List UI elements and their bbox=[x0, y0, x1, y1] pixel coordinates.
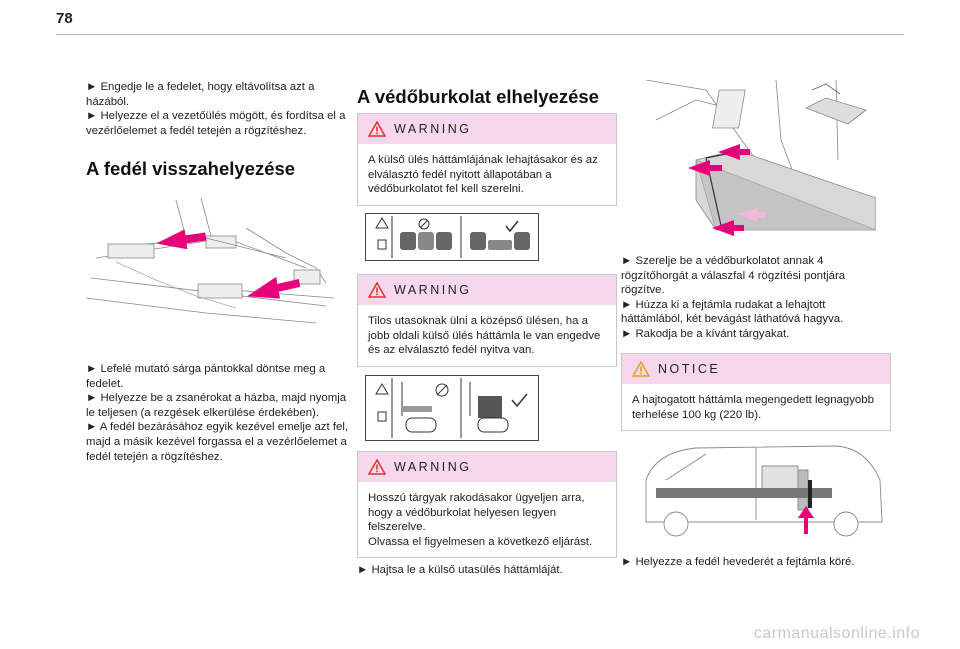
load-pictogram-box bbox=[365, 375, 539, 441]
arrow-2-icon bbox=[247, 276, 301, 299]
load-pictogram-icon bbox=[375, 378, 528, 438]
warning-triangle-icon bbox=[368, 459, 386, 475]
protective-cover-illustration bbox=[645, 80, 876, 236]
arrow-up-icon bbox=[798, 506, 814, 534]
van-cargo-illustration bbox=[645, 445, 883, 537]
col1-title: A fedél visszahelyezése bbox=[86, 158, 296, 179]
warning-triangle-icon bbox=[368, 121, 386, 137]
warning-label-3: WARNING bbox=[394, 459, 472, 474]
arrow-a-icon bbox=[688, 160, 722, 176]
header-rule bbox=[56, 34, 904, 35]
notice-header: NOTICE bbox=[622, 354, 890, 384]
warning-header-3: WARNING bbox=[358, 452, 616, 482]
warning-box-1: WARNING A külső ülés háttámlájának lehaj… bbox=[357, 113, 617, 206]
col2-paragraph-bottom: ► Hajtsa le a külső utasülés háttámláját… bbox=[357, 564, 563, 576]
warning-header-2: WARNING bbox=[358, 275, 616, 305]
arrow-b-icon bbox=[718, 144, 750, 160]
warning-label-2: WARNING bbox=[394, 282, 472, 297]
warning-triangle-icon bbox=[368, 282, 386, 298]
notice-triangle-icon bbox=[632, 361, 650, 377]
notice-label: NOTICE bbox=[658, 361, 721, 376]
column-1: ► Engedje le a fedelet, hogy eltávolítsa… bbox=[86, 80, 356, 138]
col1-paragraph-1: ► Engedje le a fedelet, hogy eltávolítsa… bbox=[86, 81, 346, 137]
col1-paragraph-2: ► Lefelé mutató sárga pántokkal döntse m… bbox=[86, 363, 349, 463]
warning-box-3: WARNING Hosszú tárgyak rakodásakor ügyel… bbox=[357, 451, 617, 559]
arrow-1-icon bbox=[156, 229, 207, 250]
warning-text-1: A külső ülés háttámlájának lehajtásakor … bbox=[368, 154, 598, 196]
seat-pictogram-box-1 bbox=[365, 213, 539, 261]
seat-pictogram-1-icon bbox=[375, 216, 530, 258]
page-number: 78 bbox=[56, 10, 73, 27]
column-1-lower: ► Lefelé mutató sárga pántokkal döntse m… bbox=[86, 362, 356, 464]
col3-paragraph-1: ► Szerelje be a védőburkolatot annak 4 r… bbox=[621, 255, 846, 340]
warning-text-3: Hosszú tárgyak rakodásakor ügyeljen arra… bbox=[368, 492, 593, 548]
arrow-c-icon bbox=[712, 220, 744, 236]
cover-reinstall-illustration bbox=[86, 198, 335, 324]
col3-bottom: ► Helyezze a fedél hevederét a fejtámla … bbox=[621, 555, 881, 570]
notice-box: NOTICE A hajtogatott háttámla megengedet… bbox=[621, 353, 891, 432]
warning-header-1: WARNING bbox=[358, 114, 616, 144]
warning-label-1: WARNING bbox=[394, 121, 472, 136]
warning-text-2: Tilos utasoknak ülni a középső ülésen, h… bbox=[368, 315, 601, 357]
col3-paragraph-bottom: ► Helyezze a fedél hevederét a fejtámla … bbox=[621, 556, 855, 568]
col2-bottom: ► Hajtsa le a külső utasülés háttámláját… bbox=[357, 563, 627, 578]
notice-text: A hajtogatott háttámla megengedett legna… bbox=[632, 394, 874, 421]
watermark: carmanualsonline.info bbox=[753, 625, 920, 642]
col3-paragraph-1-wrap: ► Szerelje be a védőburkolatot annak 4 r… bbox=[621, 254, 881, 342]
warning-box-2: WARNING Tilos utasoknak ülni a középső ü… bbox=[357, 274, 617, 367]
col2-title: A védőburkolat elhelyezése bbox=[357, 86, 599, 107]
